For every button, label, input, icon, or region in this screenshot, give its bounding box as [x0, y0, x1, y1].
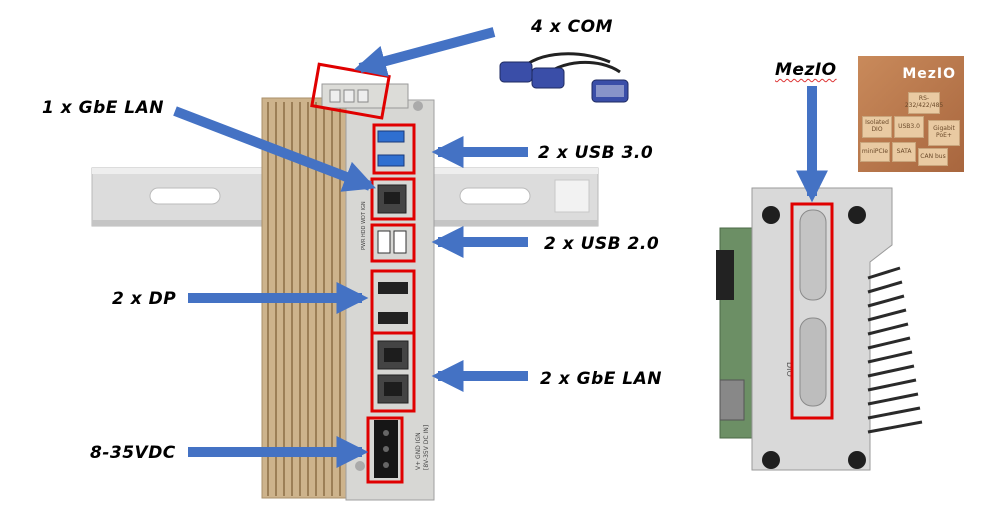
power-label: 8-35VDC	[90, 443, 176, 463]
usb3-highlight	[372, 123, 416, 175]
block-usb3: USB3.0	[894, 116, 924, 138]
mezio-label: MezIO	[775, 60, 837, 80]
block-poe: Gigabit PoE+	[928, 120, 960, 146]
usb2-label: 2 x USB 2.0	[544, 234, 660, 254]
block-can-bus: CAN bus	[918, 148, 948, 166]
usb2-highlight	[370, 223, 416, 263]
com-cable	[499, 52, 629, 103]
power-terminal-marking: V+ GND IGN	[415, 432, 422, 470]
mezio-inset-photo: MezIO RS-232/422/485 Isolated DIO USB3.0…	[858, 56, 964, 172]
dp-label: 2 x DP	[112, 289, 177, 309]
mezio-brand-logo: MezIO	[902, 66, 956, 82]
block-rs232: RS-232/422/485	[905, 92, 943, 114]
gbe-lan-bottom-highlight	[370, 331, 416, 413]
block-sata: SATA	[892, 142, 916, 162]
mezio-highlight	[790, 202, 834, 420]
usb3-label: 2 x USB 3.0	[538, 143, 654, 163]
gbe-lan-bottom-label: 2 x GbE LAN	[540, 369, 663, 389]
com-label: 4 x COM	[531, 17, 613, 37]
dio-marking: DIO	[785, 362, 794, 377]
mezio-device: DIO	[716, 187, 923, 471]
block-minipcie: miniPCIe	[860, 142, 890, 162]
gbe-lan-top-highlight	[370, 177, 416, 221]
gbe-lan-top-arrow	[173, 106, 376, 192]
callout-arrows	[173, 27, 829, 469]
side-markings: PWR HDD WDT IGN	[361, 201, 367, 250]
gbe-lan-top-label: 1 x GbE LAN	[42, 98, 165, 118]
block-isolated-dio: Isolated DIO	[862, 116, 892, 138]
power-range-marking: [8V-35V DC IN]	[423, 425, 430, 470]
com-arrow	[353, 27, 496, 77]
